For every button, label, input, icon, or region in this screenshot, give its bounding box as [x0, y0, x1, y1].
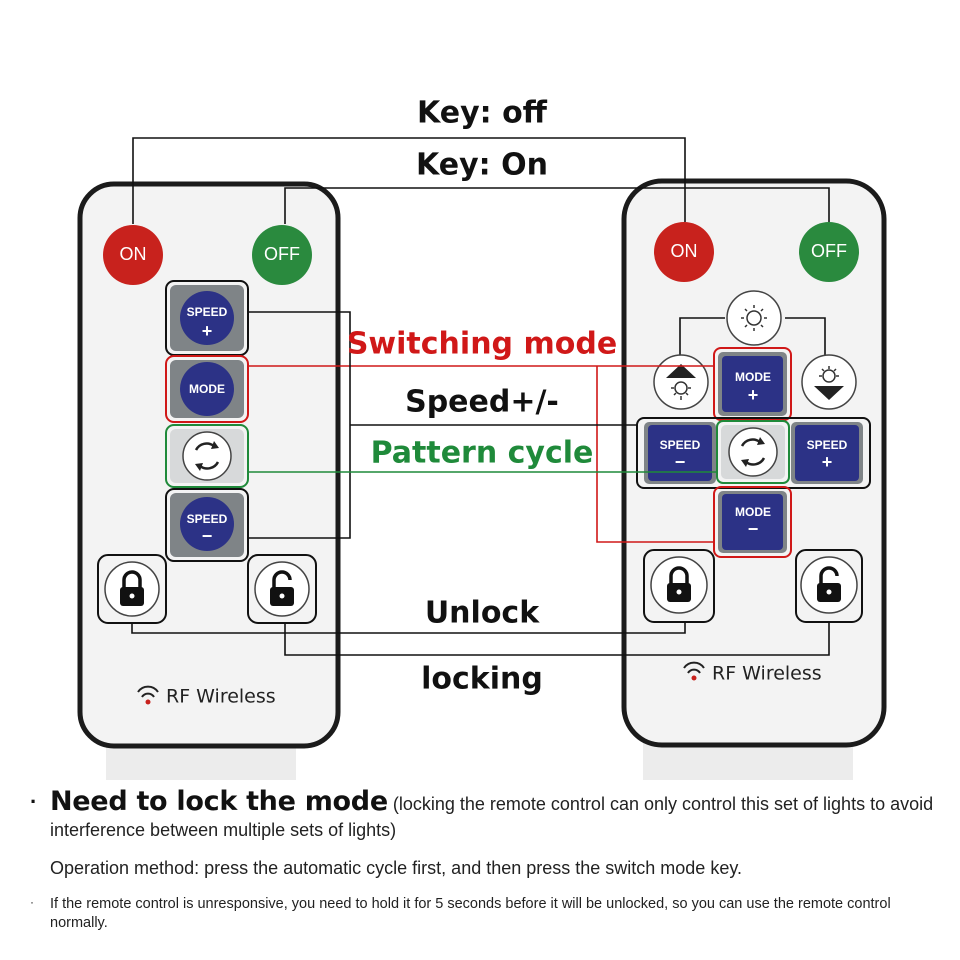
unresponsive-note: · If the remote control is unresponsive,… — [30, 895, 935, 933]
right-mode-plus-sign: + — [748, 385, 759, 405]
left-speed-plus-sign: + — [202, 321, 213, 341]
pattern-cycle-label-bg — [390, 436, 580, 470]
rf-wireless-icon — [137, 685, 159, 705]
brightness-down-icon — [814, 366, 844, 400]
speed-connector — [248, 311, 637, 539]
locking-label: locking — [421, 662, 543, 697]
right-speed-plus-button[interactable] — [795, 425, 859, 481]
locking-connector — [284, 622, 830, 656]
left-mode-button[interactable] — [180, 362, 234, 416]
key-off-connector — [132, 137, 686, 224]
unlock-icon — [817, 566, 841, 602]
pattern-cycle-label: Pattern cycle — [371, 436, 594, 471]
right-mode-minus-frame — [713, 486, 792, 558]
right-speed-minus-button[interactable] — [648, 425, 712, 481]
lock-icon — [667, 566, 691, 602]
right-mode-plus-label: MODE — [735, 370, 771, 384]
left-speed-plus-label: SPEED — [187, 305, 228, 319]
right-mode-minus-button[interactable] — [722, 494, 783, 550]
right-cycle-frame — [716, 420, 790, 484]
unlock-connector — [131, 622, 686, 634]
lock-mode-note: · Need to lock the mode (locking the rem… — [30, 788, 935, 844]
left-speed-minus-label: SPEED — [187, 512, 228, 526]
brightness-connector — [679, 317, 826, 355]
lock-mode-title: Need to lock the mode — [50, 786, 388, 817]
key-on-label: Key: On — [416, 148, 548, 183]
right-lock-frame — [643, 549, 715, 623]
right-off-button[interactable] — [799, 222, 859, 282]
bullet: · — [30, 895, 34, 909]
left-mode-label: MODE — [189, 382, 225, 396]
left-off-label: OFF — [264, 244, 300, 264]
sun-icon — [741, 305, 767, 331]
left-cycle-button[interactable] — [182, 431, 232, 481]
right-mode-plus-button[interactable] — [722, 356, 783, 412]
key-off-label: Key: off — [417, 96, 548, 131]
unlock-label: Unlock — [425, 596, 540, 631]
right-on-button[interactable] — [654, 222, 714, 282]
left-speed-minus-sign: − — [202, 526, 213, 546]
speed-label: Speed+/- — [405, 385, 559, 420]
bullet: · — [30, 789, 38, 814]
switching-mode-connector — [248, 365, 714, 543]
left-off-button[interactable] — [252, 225, 312, 285]
key-on-label-bg — [410, 146, 550, 184]
left-mode-frame — [165, 355, 249, 423]
left-remote: ON OFF SPEED + MODE SPEED − — [77, 181, 341, 780]
unlock-label-bg — [425, 596, 540, 632]
notes-section: · Need to lock the mode (locking the rem… — [30, 788, 935, 933]
right-off-label: OFF — [811, 241, 847, 261]
right-speed-plus-sign: + — [822, 452, 833, 472]
left-speed-plus-button[interactable] — [180, 291, 234, 345]
key-off-label-bg — [410, 94, 550, 134]
unlock-icon — [270, 570, 294, 606]
left-cycle-frame — [165, 424, 249, 488]
switching-mode-label: Switching mode — [347, 327, 617, 362]
right-mode-minus-label: MODE — [735, 505, 771, 519]
brightness-up-icon — [666, 364, 696, 400]
right-on-label: ON — [671, 241, 698, 261]
operation-method-note: Operation method: press the automatic cy… — [50, 858, 742, 878]
right-cycle-button[interactable] — [728, 427, 778, 477]
right-speed-minus-sign: − — [675, 452, 686, 472]
speed-label-bg — [405, 385, 555, 421]
right-rf-label: RF Wireless — [712, 663, 822, 685]
left-on-label: ON — [120, 244, 147, 264]
right-remote: ON OFF MODE + SPEED − — [621, 178, 887, 780]
left-speed-minus-frame — [165, 488, 249, 562]
brightness-center-button[interactable] — [726, 290, 782, 346]
rf-wireless-icon — [683, 661, 705, 681]
lock-icon — [120, 570, 144, 606]
left-speed-minus-button[interactable] — [180, 497, 234, 551]
right-speed-plus-label: SPEED — [807, 438, 848, 452]
cycle-icon — [194, 441, 220, 471]
left-unlock-frame — [247, 554, 317, 624]
right-speed-minus-label: SPEED — [660, 438, 701, 452]
cycle-icon — [740, 437, 766, 467]
left-rf-label: RF Wireless — [166, 686, 276, 708]
right-mode-minus-sign: − — [748, 519, 759, 539]
key-on-connector — [284, 187, 830, 224]
left-on-button[interactable] — [103, 225, 163, 285]
lock-mode-detail: (locking the remote control can only con… — [50, 794, 934, 840]
unresponsive-text: If the remote control is unresponsive, y… — [50, 896, 891, 931]
